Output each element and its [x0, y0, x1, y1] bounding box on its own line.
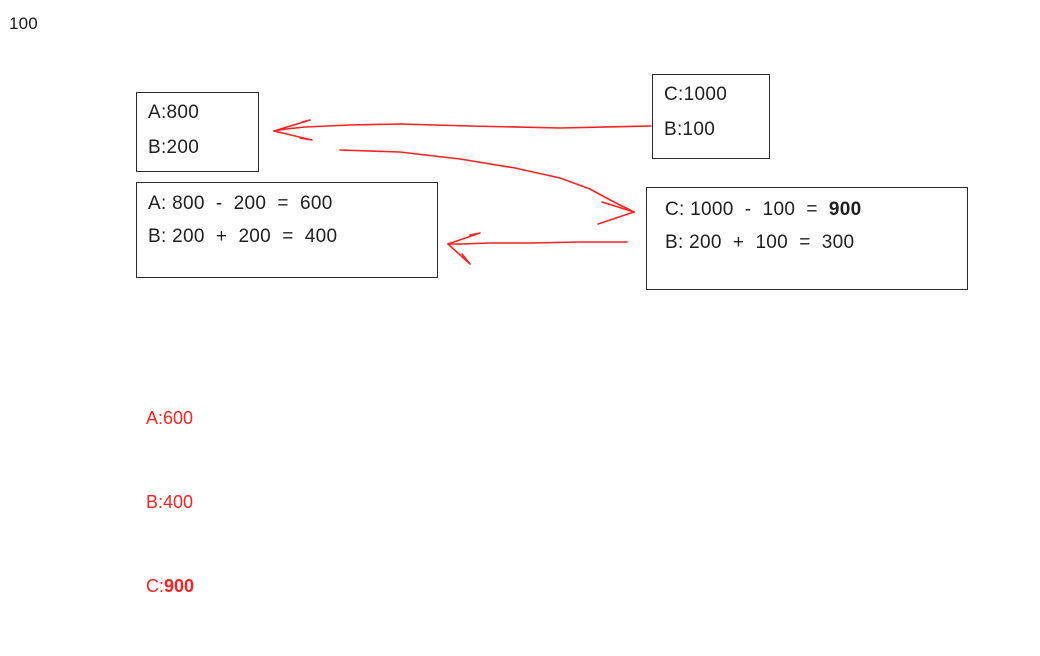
arrow-right-calc-to-left-calc [447, 232, 628, 265]
calc-right-line-c-result: 900 [828, 199, 862, 220]
state-right-line-b: B:100 [664, 119, 716, 140]
state-left-line-b: B:200 [148, 137, 200, 158]
state-left-line-a: A:800 [148, 102, 200, 123]
arrow-right-state-to-left-state [273, 119, 652, 141]
initial-state-left-box: A:800 B:200 [136, 92, 259, 172]
diagram-canvas: 100 A:800 B:200 [9, 14, 968, 596]
summary-line-b: B:400 [146, 492, 194, 512]
calculation-right-box: C: 1000 - 100 = 900 B: 200 + 100 = 300 [646, 187, 968, 290]
page-corner-label: 100 [9, 14, 38, 33]
summary-line-c: C:900 [146, 572, 194, 600]
calc-right-line-c: C: 1000 - 100 = 900 [665, 200, 967, 219]
calc-right-line-c-prefix: C: 1000 - 100 = [665, 199, 829, 220]
summary-line-c-value: 900 [164, 576, 195, 596]
summary-line-c-prefix: C: [146, 576, 164, 596]
calc-right-line-b: B: 200 + 100 = 300 [665, 232, 855, 253]
calculation-left-box: A: 800 - 200 = 600 B: 200 + 200 = 400 [136, 182, 438, 278]
result-summary: A:600 B:400 C:900 [146, 348, 194, 656]
state-right-line-c: C:1000 [664, 84, 728, 105]
calc-left-line-b: B: 200 + 200 = 400 [148, 226, 338, 247]
initial-state-right-box: C:1000 B:100 [652, 74, 770, 159]
calc-left-line-a: A: 800 - 200 = 600 [148, 193, 333, 214]
summary-line-a: A:600 [146, 408, 194, 428]
